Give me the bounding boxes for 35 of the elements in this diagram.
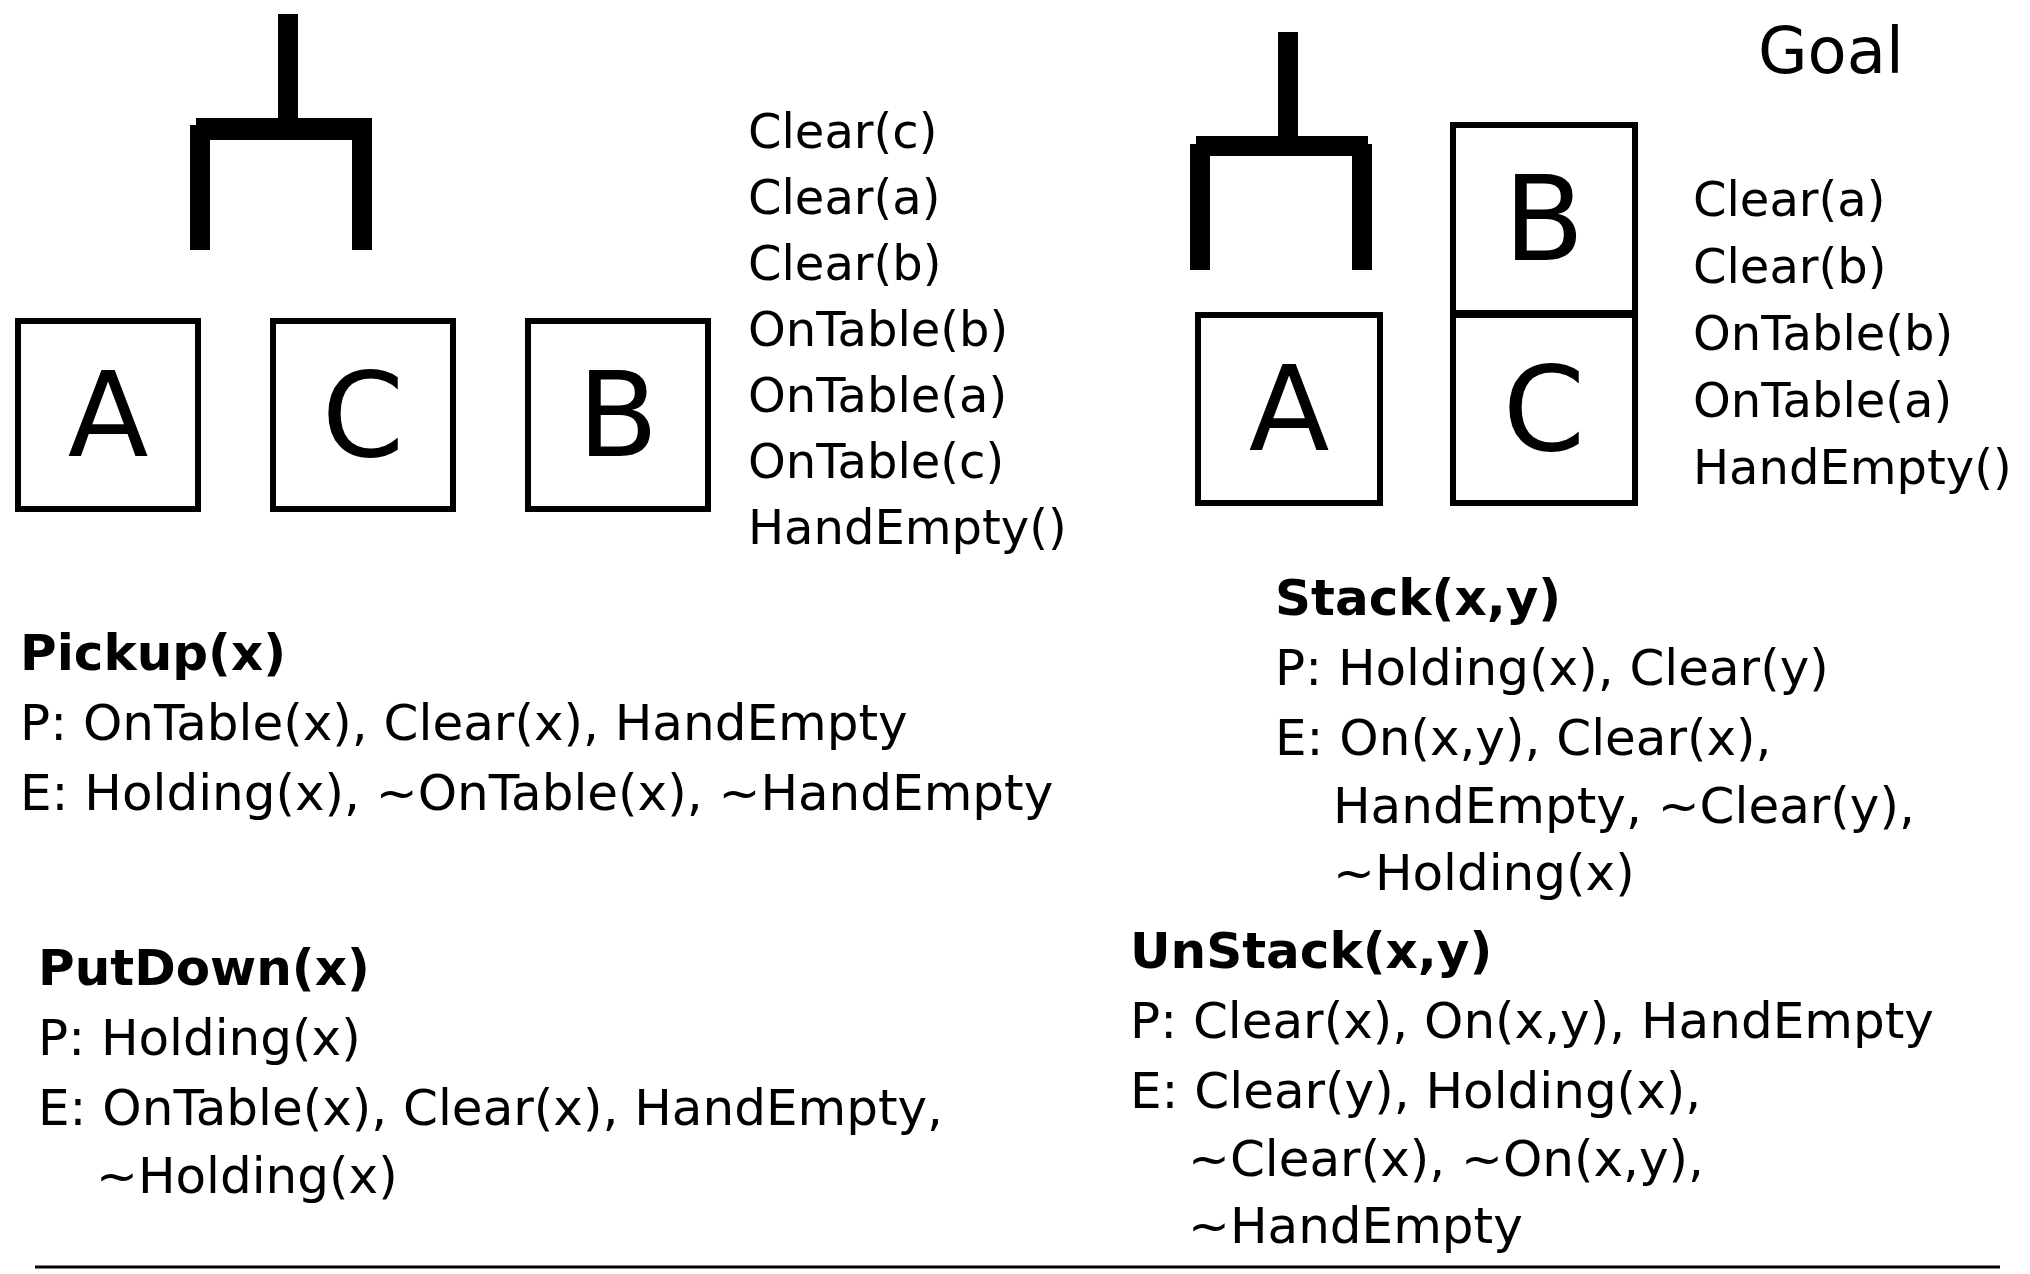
predicate-text: Clear(a) [1693, 170, 1886, 229]
block-letter: B [1503, 160, 1585, 278]
operator-name: UnStack(x,y) [1130, 921, 1493, 982]
predicate-text: OnTable(b) [748, 300, 1009, 359]
goal-title: Goal [1758, 13, 1904, 90]
block-box [525, 318, 711, 512]
predicate-text: OnTable(c) [748, 432, 1005, 491]
predicate-text: OnTable(b) [1693, 304, 1954, 363]
block-box [15, 318, 201, 512]
block-letter: C [1502, 350, 1586, 468]
block-letter: A [67, 356, 149, 474]
block-letter: B [577, 356, 659, 474]
operator-name: PutDown(x) [38, 938, 370, 999]
operator-condition: E: Holding(x), ~OnTable(x), ~HandEmpty [20, 763, 1054, 824]
operator-name: Pickup(x) [20, 623, 286, 684]
predicate-text: OnTable(a) [1693, 371, 1953, 430]
block-letter: A [1248, 350, 1330, 468]
operator-condition: P: OnTable(x), Clear(x), HandEmpty [20, 693, 908, 754]
operator-condition: P: Holding(x), Clear(y) [1275, 638, 1829, 699]
operator-condition: E: OnTable(x), Clear(x), HandEmpty, ~Holding(x) [38, 1078, 944, 1207]
predicate-text: Clear(c) [748, 102, 938, 161]
predicate-text: Clear(a) [748, 168, 941, 227]
operator-name: Stack(x,y) [1275, 568, 1562, 629]
predicate-text: Clear(b) [748, 234, 942, 293]
block-box [1195, 312, 1383, 506]
block-box [270, 318, 456, 512]
operator-condition: P: Clear(x), On(x,y), HandEmpty [1130, 991, 1934, 1052]
operator-condition: P: Holding(x) [38, 1008, 361, 1069]
predicate-text: Clear(b) [1693, 237, 1887, 296]
predicate-text: OnTable(a) [748, 366, 1008, 425]
predicate-text: HandEmpty() [748, 498, 1067, 557]
operator-condition: E: On(x,y), Clear(x), HandEmpty, ~Clear(y), ~Holding(x) [1275, 708, 1916, 904]
predicate-text: HandEmpty() [1693, 438, 2012, 497]
operator-condition: E: Clear(y), Holding(x), ~Clear(x), ~On(x,y), ~HandEmpty [1130, 1061, 1705, 1257]
block-letter: C [321, 356, 405, 474]
